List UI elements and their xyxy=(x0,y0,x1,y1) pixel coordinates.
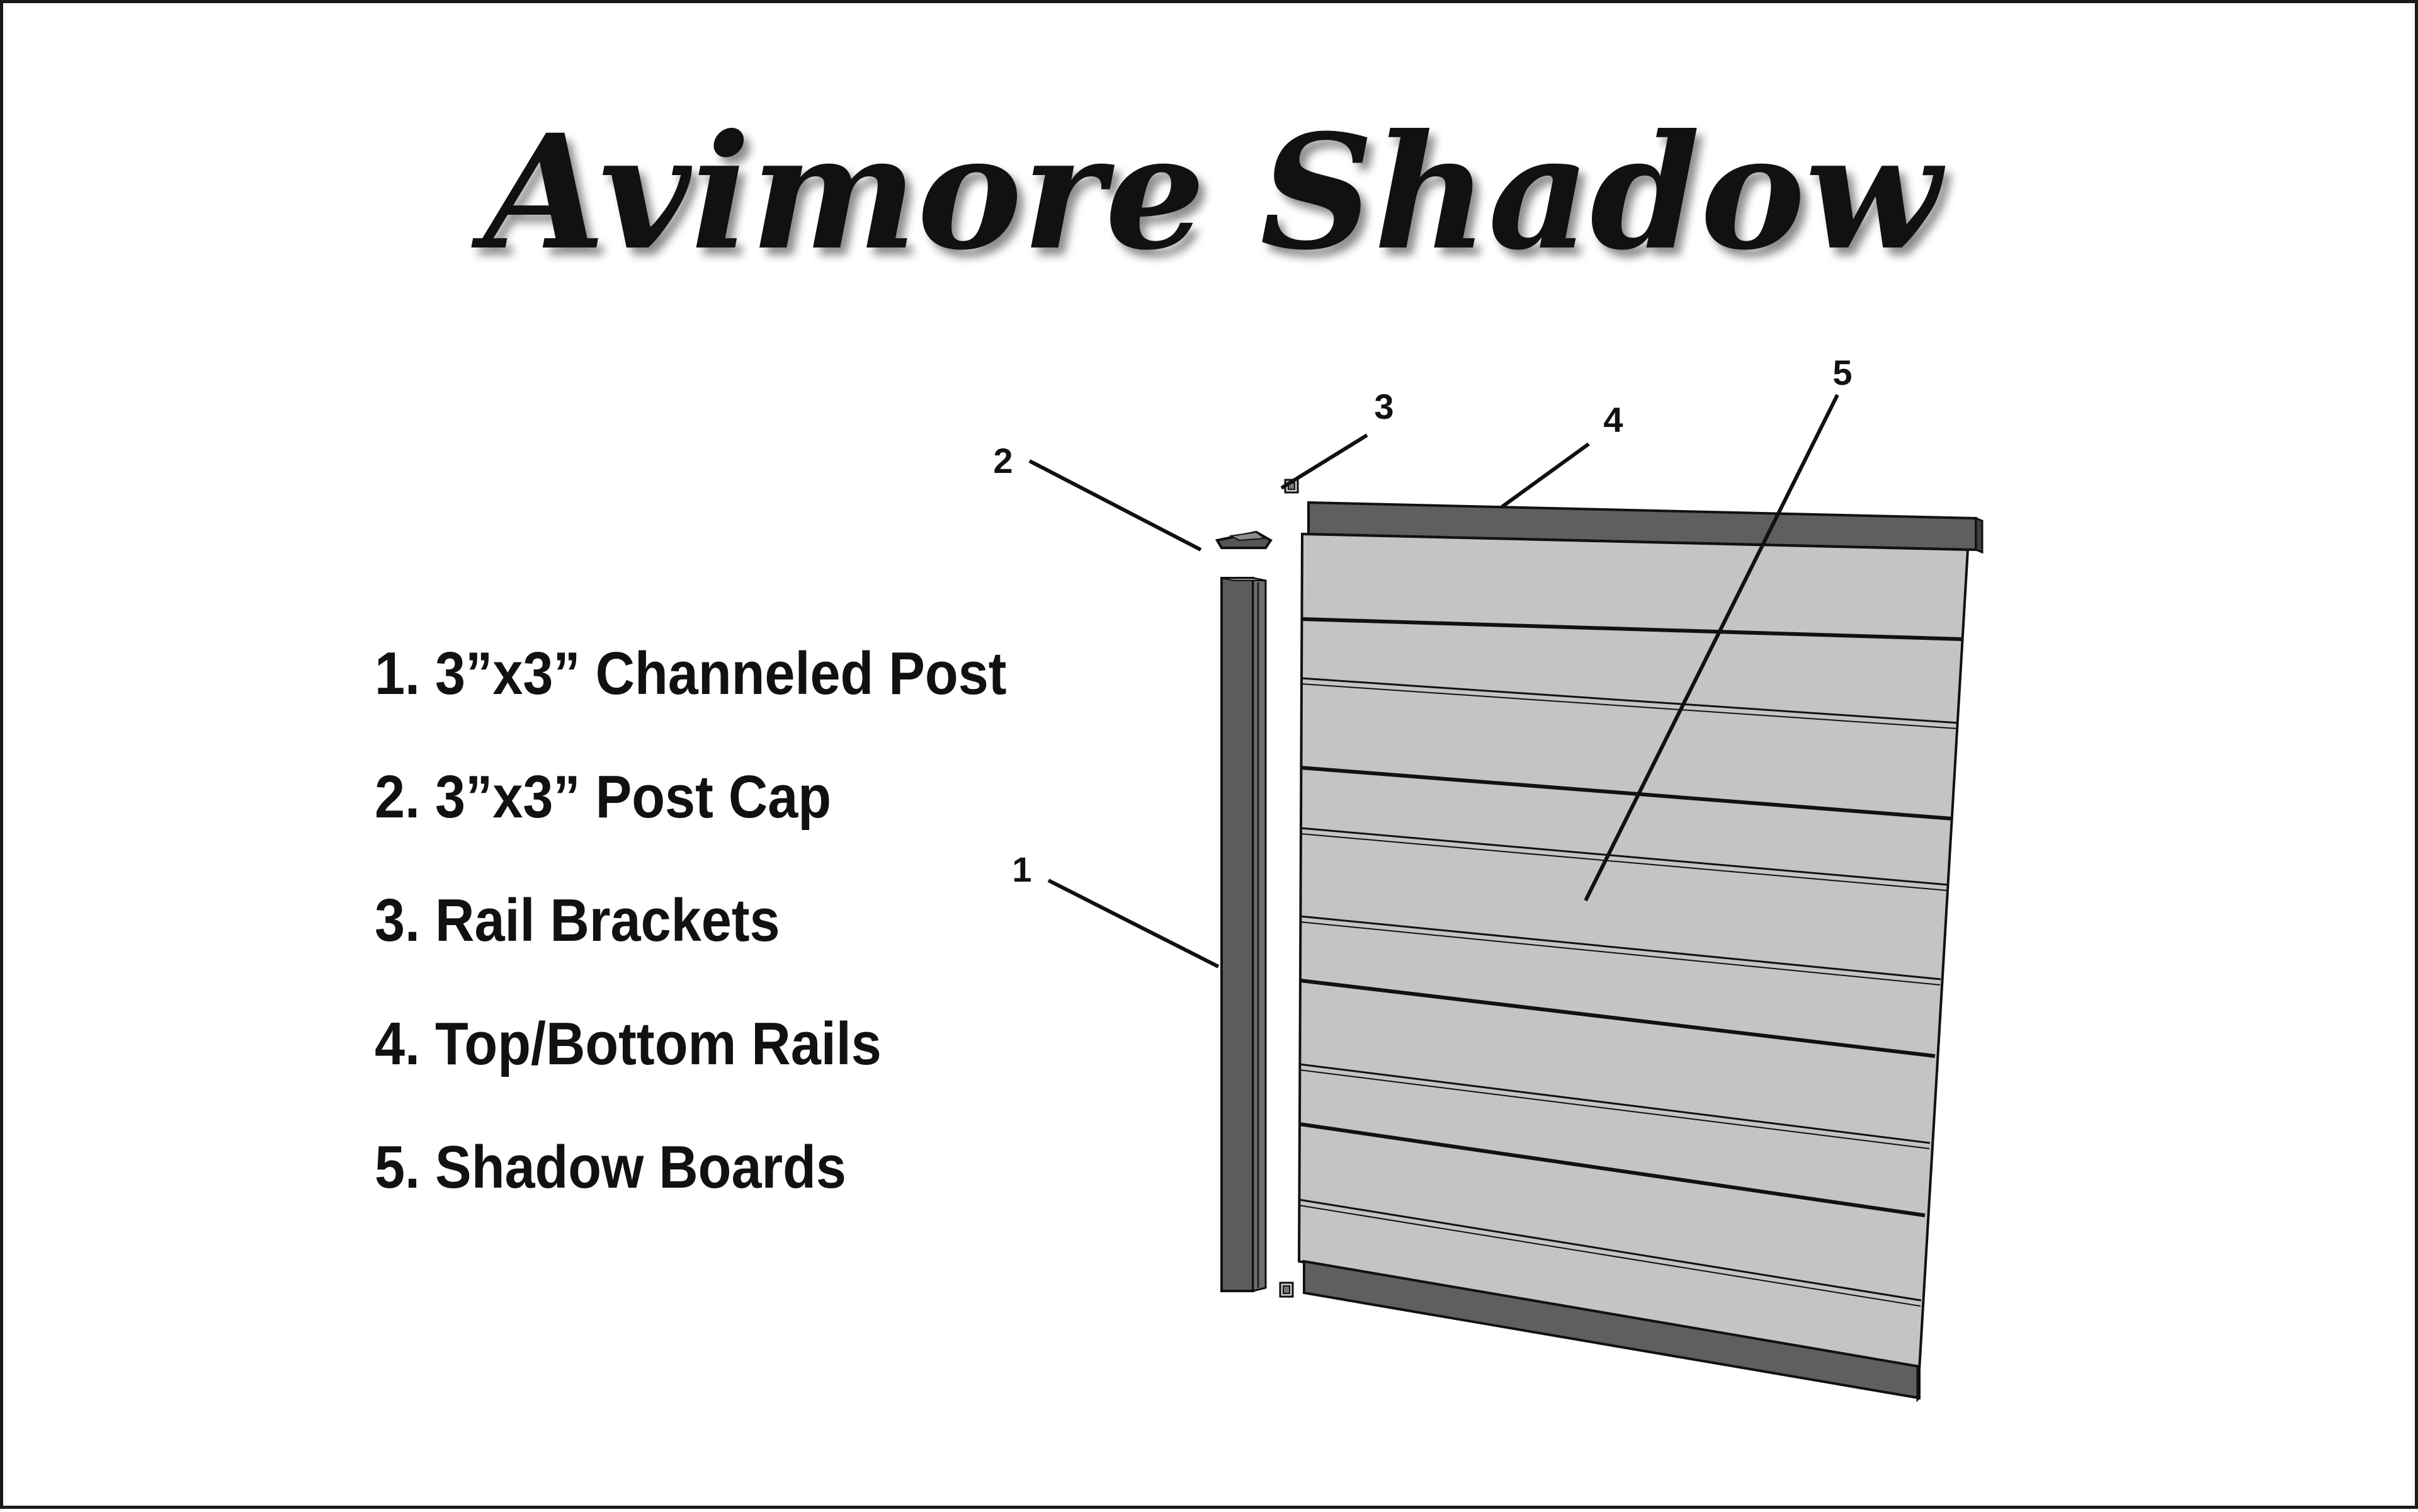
legend-item-shadow-boards: 5. Shadow Boards xyxy=(375,1134,846,1201)
diagram-title: Avimore Shadow xyxy=(483,99,1941,285)
parts-legend: 1. 3”x3” Channeled Post 2. 3”x3” Post Ca… xyxy=(375,633,1007,1250)
legend-item-post-cap: 2. 3”x3” Post Cap xyxy=(375,763,832,831)
bottom-rail xyxy=(1303,1259,1921,1402)
post-cap xyxy=(1215,530,1273,549)
callout-line-5 xyxy=(1584,394,1839,902)
callout-line-1 xyxy=(1047,878,1220,969)
shadow-boards-panel xyxy=(1297,532,1970,1372)
callout-number-5: 5 xyxy=(1832,353,1852,392)
legend-item-rail-brackets: 3. Rail Brackets xyxy=(375,887,780,954)
callout-line-3 xyxy=(1280,433,1368,490)
legend-item-rails: 4. Top/Bottom Rails xyxy=(375,1010,882,1077)
rail-bracket-bottom xyxy=(1279,1282,1294,1298)
callout-number-1: 1 xyxy=(1012,850,1031,889)
callout-number-3: 3 xyxy=(1374,387,1393,426)
fence-exploded-view: 1 2 3 4 5 xyxy=(993,353,1984,1402)
channeled-post xyxy=(1220,577,1267,1292)
legend-item-channeled-post: 1. 3”x3” Channeled Post xyxy=(375,640,1007,707)
callout-number-4: 4 xyxy=(1603,400,1623,440)
callout-line-4 xyxy=(1501,442,1590,509)
callout-number-2: 2 xyxy=(993,441,1013,480)
callout-line-2 xyxy=(1028,459,1202,552)
